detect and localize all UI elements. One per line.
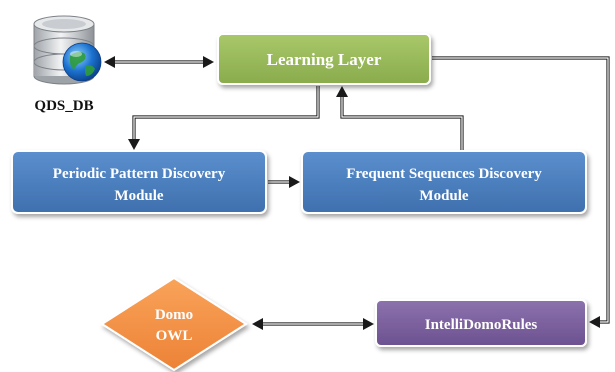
connector-periodic-frequent: [268, 176, 300, 188]
connector-learning-intellidomo: [432, 56, 610, 328]
periodic-pattern-label-line2: Module: [114, 188, 164, 204]
intellidomorules-label: IntelliDomoRules: [425, 317, 538, 333]
domo-owl-label-line1: Domo: [155, 307, 193, 323]
domo-owl-node: [100, 276, 248, 372]
database-icon: [33, 15, 102, 85]
globe-icon: [62, 42, 102, 82]
learning-layer-label: Learning Layer: [267, 50, 382, 69]
database-label: QDS_DB: [34, 98, 93, 114]
connector-frequent-learning: [336, 86, 464, 150]
connector-db-learning: [104, 56, 214, 68]
frequent-sequences-label-line2: Module: [419, 188, 469, 204]
connector-owl-intellidomo: [252, 318, 374, 330]
learning-layer-node: [217, 33, 431, 85]
domo-owl-label-line2: OWL: [156, 328, 193, 344]
intellidomorules-node: [375, 299, 587, 347]
frequent-sequences-node: [301, 150, 587, 214]
periodic-pattern-node: [11, 150, 267, 214]
frequent-sequences-label-line1: Frequent Sequences Discovery: [346, 166, 542, 182]
periodic-pattern-label-line1: Periodic Pattern Discovery: [53, 166, 226, 182]
connector-learning-periodic: [128, 86, 320, 150]
